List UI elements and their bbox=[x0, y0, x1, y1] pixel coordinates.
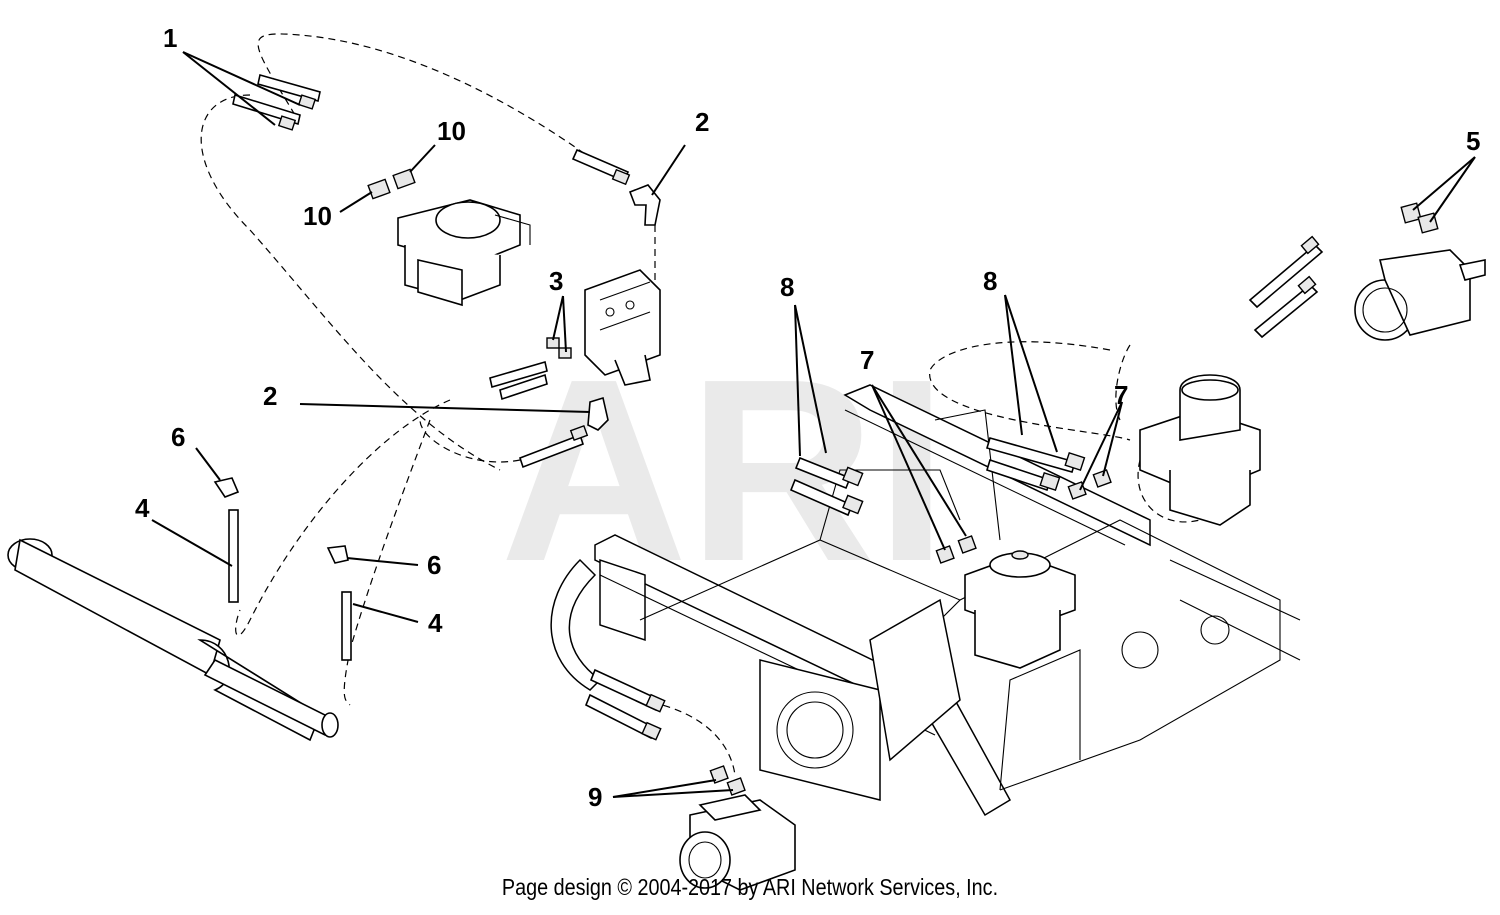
callout-leaders bbox=[151, 51, 1476, 798]
callout-5: 5 bbox=[1466, 126, 1480, 156]
wheel-motor-right bbox=[1354, 249, 1486, 341]
callout-2-middle: 2 bbox=[263, 381, 277, 411]
steering-valve-center bbox=[964, 550, 1076, 669]
callout-4-left: 4 bbox=[135, 493, 150, 523]
callout-10-top: 10 bbox=[437, 116, 466, 146]
callout-8-right: 8 bbox=[983, 266, 997, 296]
callout-6-left: 6 bbox=[171, 422, 185, 452]
hydraulic-pump-left bbox=[397, 199, 531, 307]
callout-4-right: 4 bbox=[428, 608, 443, 638]
hose-assemblies bbox=[228, 73, 1324, 741]
callout-7-left: 7 bbox=[860, 345, 874, 375]
callout-3: 3 bbox=[549, 266, 563, 296]
callout-6-right: 6 bbox=[427, 550, 441, 580]
watermark-text: ARI bbox=[500, 326, 948, 616]
control-valve bbox=[584, 269, 661, 386]
callout-1: 1 bbox=[163, 23, 177, 53]
lift-cylinder bbox=[7, 538, 339, 742]
callout-7-right: 7 bbox=[1114, 380, 1128, 410]
callout-2-top: 2 bbox=[695, 107, 709, 137]
steering-valve-right bbox=[1139, 374, 1261, 526]
wheel-motor-bottom bbox=[679, 794, 796, 891]
callout-9: 9 bbox=[588, 782, 602, 812]
hose-routing-lines bbox=[200, 33, 1201, 776]
callout-labels: 1 2 2 3 4 4 5 6 6 7 7 8 8 9 10 10 bbox=[135, 23, 1480, 812]
callout-8-left: 8 bbox=[780, 272, 794, 302]
callout-10-bottom: 10 bbox=[303, 201, 332, 231]
copyright-footer: Page design © 2004-2017 by ARI Network S… bbox=[501, 874, 999, 900]
fittings bbox=[213, 168, 1439, 796]
